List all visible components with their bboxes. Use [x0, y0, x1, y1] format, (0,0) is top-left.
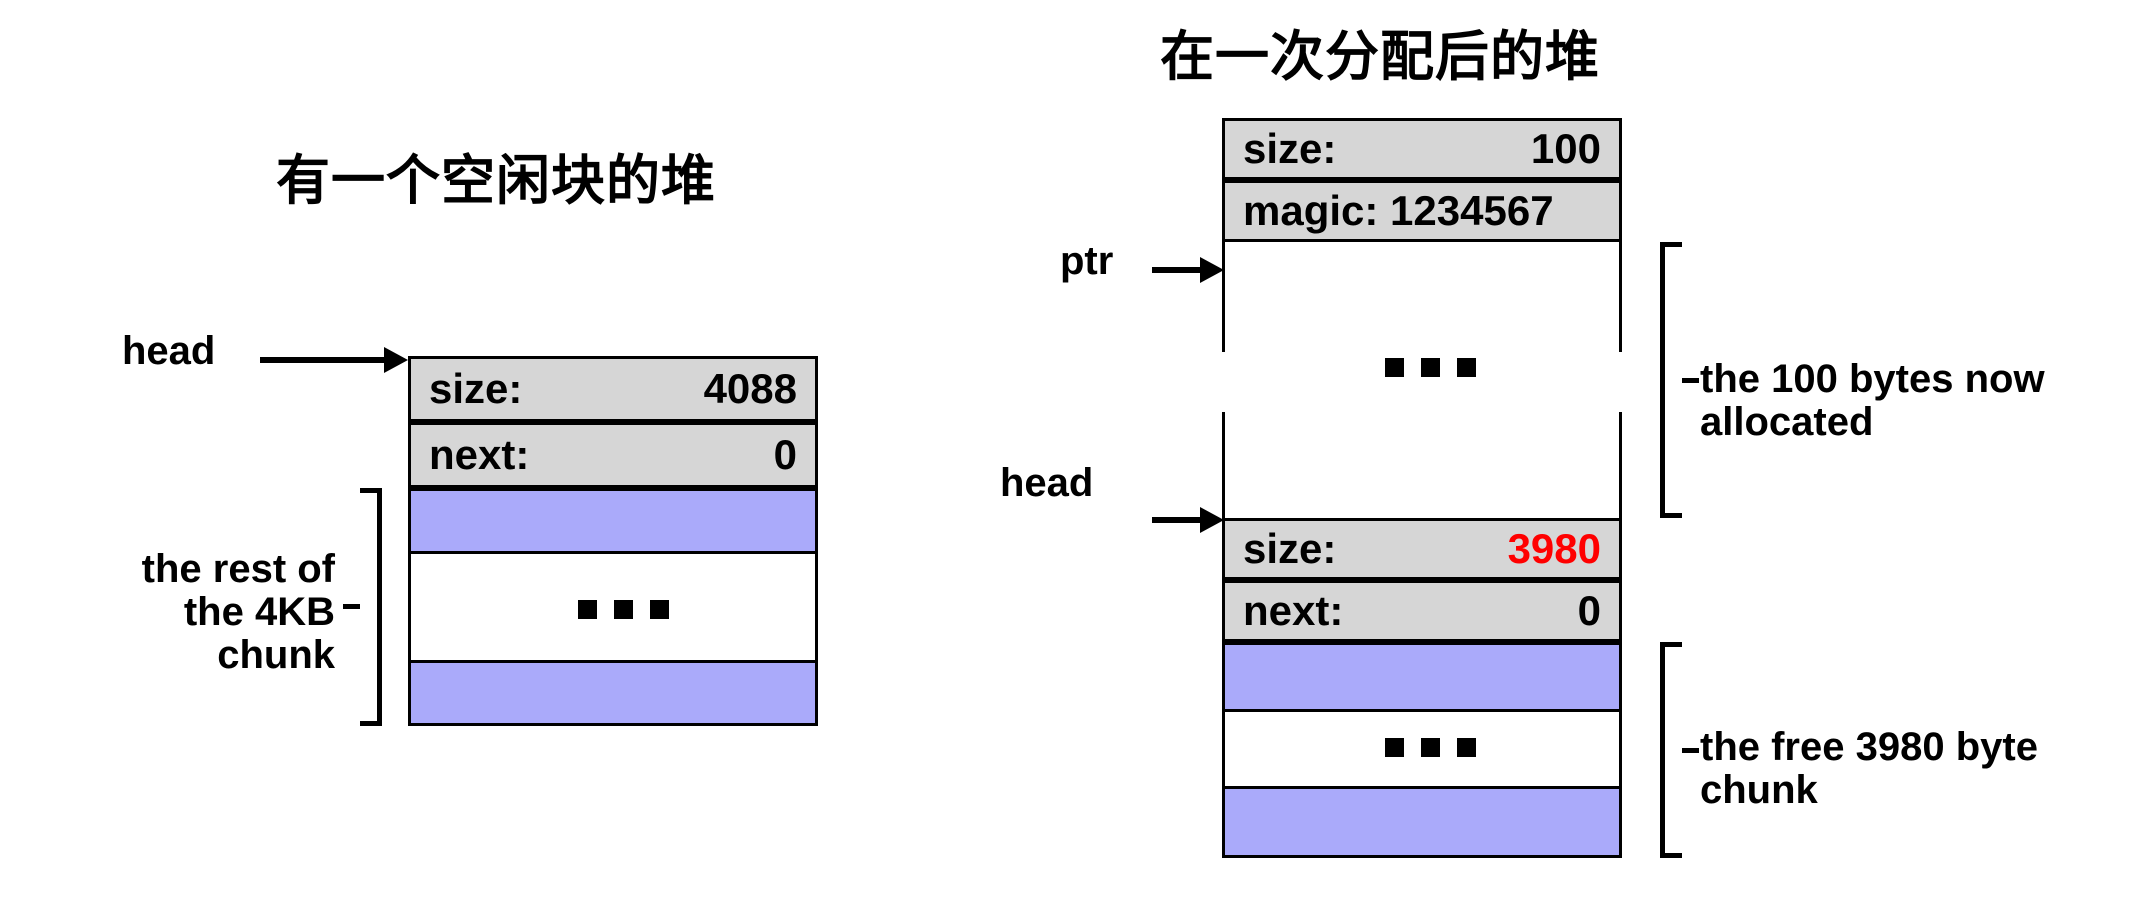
right-free-next-value: 0	[1577, 587, 1601, 634]
left-rest-label-line-3: chunk	[217, 633, 335, 678]
left-head-arrow-icon	[260, 347, 408, 373]
right-alloc-label-line-1: the 100 bytes now	[1700, 357, 2045, 401]
right-alloc-magic-row: magic: 1234567	[1222, 180, 1622, 242]
right-free-next-key: next:	[1243, 587, 1344, 634]
left-size-value: 4088	[703, 365, 797, 412]
right-free-payload-bottom	[1222, 786, 1622, 858]
left-head-pointer-label: head	[122, 329, 216, 373]
right-ptr-pointer-label: ptr	[1060, 239, 1114, 283]
right-alloc-bracket	[1660, 242, 1682, 518]
right-free-next-row: next: 0	[1222, 580, 1622, 642]
right-free-ellipsis-icon	[1385, 738, 1476, 757]
right-free-label-line-1: the free 3980 byte	[1700, 725, 2038, 769]
right-ptr-arrow-icon	[1152, 257, 1224, 283]
right-alloc-magic-text: magic: 1234567	[1243, 187, 1554, 234]
right-head-pointer-label: head	[1000, 461, 1094, 505]
left-payload-block-bottom	[408, 660, 818, 726]
right-free-size-value: 3980	[1507, 525, 1601, 572]
left-next-key: next:	[429, 431, 530, 478]
right-free-size-row: size: 3980	[1222, 518, 1622, 580]
right-diagram-title: 在一次分配后的堆	[1160, 27, 1600, 87]
left-rest-label-line-1: the rest of	[141, 547, 335, 591]
right-alloc-size-value: 100	[1530, 125, 1601, 172]
right-alloc-payload-bottom	[1222, 412, 1622, 518]
right-alloc-payload-top	[1222, 242, 1622, 352]
right-free-payload-top	[1222, 642, 1622, 712]
right-alloc-size-key: size:	[1243, 125, 1337, 172]
right-free-bracket-tick	[1682, 748, 1699, 753]
right-alloc-bracket-tick	[1682, 378, 1699, 383]
right-free-bracket	[1660, 642, 1682, 858]
left-rest-bracket	[360, 488, 382, 726]
right-free-label-line-2: chunk	[1700, 768, 1818, 813]
left-rest-bracket-tick	[343, 604, 360, 609]
left-payload-block-top	[408, 488, 818, 554]
right-free-size-key: size:	[1243, 525, 1337, 572]
left-next-row: next: 0	[408, 422, 818, 488]
right-alloc-label-line-2: allocated	[1700, 400, 1874, 445]
left-size-row: size: 4088	[408, 356, 818, 422]
right-alloc-ellipsis-icon	[1385, 358, 1476, 377]
left-payload-gap	[408, 554, 818, 660]
left-diagram-title: 有一个空闲块的堆	[276, 151, 716, 211]
right-alloc-size-row: size: 100	[1222, 118, 1622, 180]
left-rest-label-line-2: the 4KB	[183, 590, 335, 635]
right-head-arrow-icon	[1152, 507, 1224, 533]
left-next-value: 0	[773, 431, 797, 478]
left-size-key: size:	[429, 365, 523, 412]
left-ellipsis-icon	[578, 600, 669, 619]
